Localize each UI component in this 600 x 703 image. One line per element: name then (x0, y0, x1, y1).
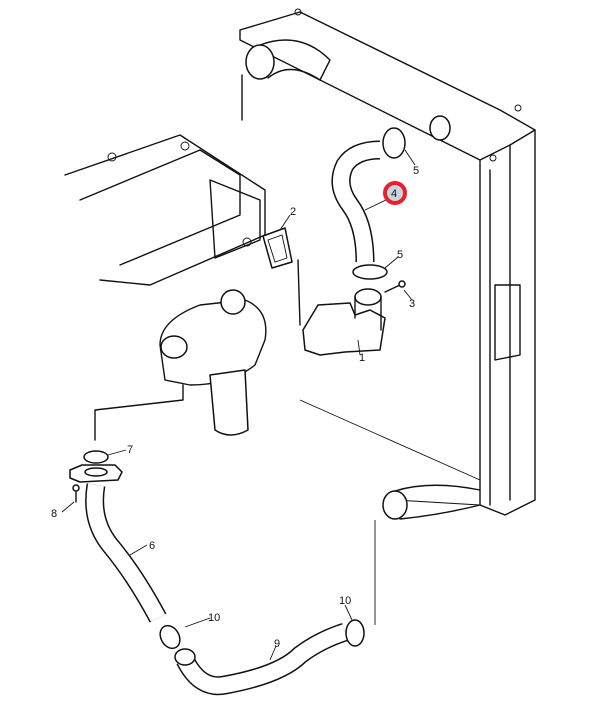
part-10-clamp-left (159, 624, 181, 650)
part-2-gasket (262, 227, 301, 326)
callout-4[interactable]: 4 (391, 188, 397, 200)
callout-10-left[interactable]: 10 (208, 612, 220, 624)
part-1-housing (302, 288, 386, 356)
callout-10-right[interactable]: 10 (339, 595, 351, 607)
callout-8[interactable]: 8 (51, 508, 57, 520)
part-9-lower-hose (176, 622, 349, 696)
callout-7[interactable]: 7 (127, 444, 133, 456)
part-10-clamp-left-b (174, 648, 196, 666)
callout-5-lower[interactable]: 5 (397, 249, 403, 261)
callout-3[interactable]: 3 (409, 298, 415, 310)
callout-1[interactable]: 1 (359, 352, 365, 364)
callout-2[interactable]: 2 (290, 206, 296, 218)
part-4-upper-hose (331, 140, 381, 263)
part-3-bolt (384, 284, 401, 293)
callout-4-highlight[interactable] (383, 181, 407, 205)
part-7-seal (83, 450, 109, 464)
callout-5-upper[interactable]: 5 (413, 165, 419, 177)
callout-6[interactable]: 6 (149, 540, 155, 552)
part-5-clamp-upper (382, 127, 406, 159)
part-6-pipe (69, 464, 167, 623)
radiator (239, 8, 536, 520)
engine-block (64, 134, 267, 441)
callout-9[interactable]: 9 (274, 638, 280, 650)
part-5-clamp-lower (352, 264, 388, 280)
part-10-clamp-right (345, 619, 365, 647)
